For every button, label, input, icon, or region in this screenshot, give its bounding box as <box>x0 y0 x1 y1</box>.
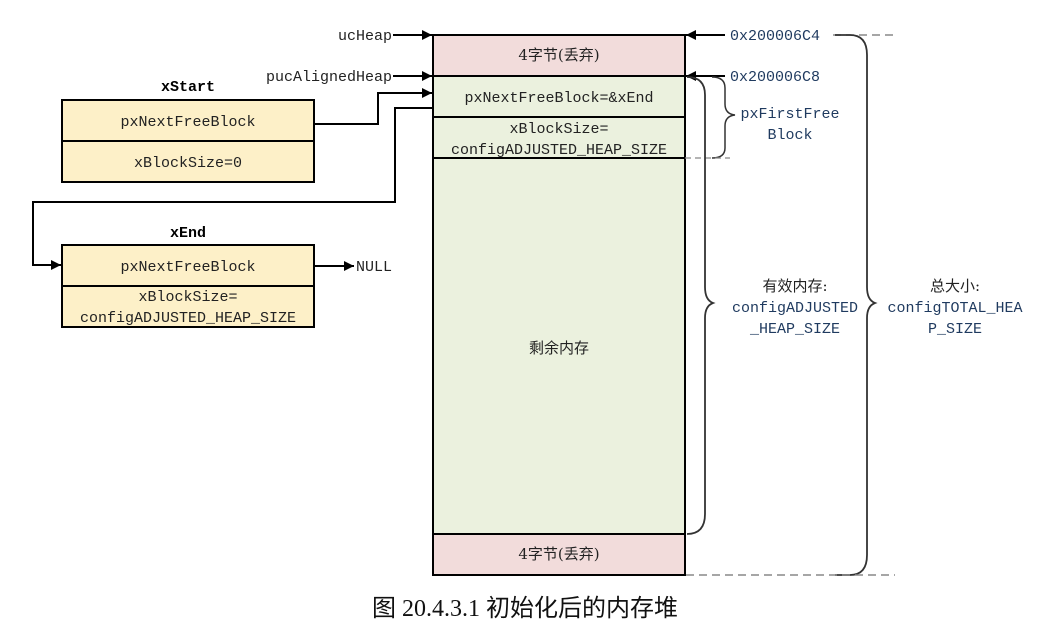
null-label: NULL <box>356 259 392 276</box>
total-size-label-2: configTOTAL_HEA <box>887 300 1022 317</box>
total-size-brace <box>835 34 878 576</box>
heap-first-block-size-label: xBlockSize= <box>509 121 608 138</box>
ucheap-label: ucHeap <box>338 28 392 45</box>
xend-next-field: pxNextFreeBlock <box>120 259 255 276</box>
heap-remaining-label: 剩余内存 <box>529 339 589 357</box>
effective-memory-brace <box>686 76 716 535</box>
heap-first-block-next-label: pxNextFreeBlock=&xEnd <box>464 90 653 107</box>
xstart-next-field: pxNextFreeBlock <box>120 114 255 131</box>
total-size-label-3: P_SIZE <box>928 321 982 338</box>
figure-caption: 图 20.4.3.1 初始化后的内存堆 <box>372 595 678 622</box>
effective-memory-label-3: _HEAP_SIZE <box>749 321 840 338</box>
xstart-to-heap-arrow <box>314 88 432 125</box>
effective-memory-label-2: configADJUSTED <box>732 300 858 317</box>
xstart-struct: xStart pxNextFreeBlock xBlockSize=0 <box>61 79 315 183</box>
total-size-label-1: 总大小: <box>930 277 980 295</box>
first-free-block-label-2: Block <box>767 127 812 144</box>
heap-bottom-discard-block <box>432 533 686 576</box>
heap-bottom-discard-label: 4字节(丢弃) <box>518 545 599 563</box>
xstart-title: xStart <box>161 79 215 96</box>
heap-to-xend-arrow <box>32 107 433 270</box>
address-start-label: 0x200006C4 <box>730 28 820 45</box>
heap-column: 4字节(丢弃) pxNextFreeBlock=&xEnd xBlockSize… <box>432 34 686 576</box>
xend-size-label: xBlockSize= <box>138 289 237 306</box>
first-free-block-brace <box>711 76 736 159</box>
heap-first-block-size-value: configADJUSTED_HEAP_SIZE <box>451 142 667 159</box>
pucalignedheap-label: pucAlignedHeap <box>266 69 392 86</box>
pointer-labels: ucHeap pucAlignedHeap <box>266 28 432 86</box>
heap-first-free-block <box>432 75 686 535</box>
first-free-block-label-1: pxFirstFree <box>740 106 839 123</box>
heap-top-discard-block <box>432 34 686 77</box>
heap-top-discard-label: 4字节(丢弃) <box>518 46 599 64</box>
xstart-size-field: xBlockSize=0 <box>134 155 242 172</box>
address-aligned-label: 0x200006C8 <box>730 69 820 86</box>
xend-struct: xEnd pxNextFreeBlock xBlockSize= configA… <box>61 225 315 328</box>
xend-size-value: configADJUSTED_HEAP_SIZE <box>80 310 296 327</box>
xend-title: xEnd <box>170 225 206 242</box>
effective-memory-label-1: 有效内存: <box>762 277 827 295</box>
